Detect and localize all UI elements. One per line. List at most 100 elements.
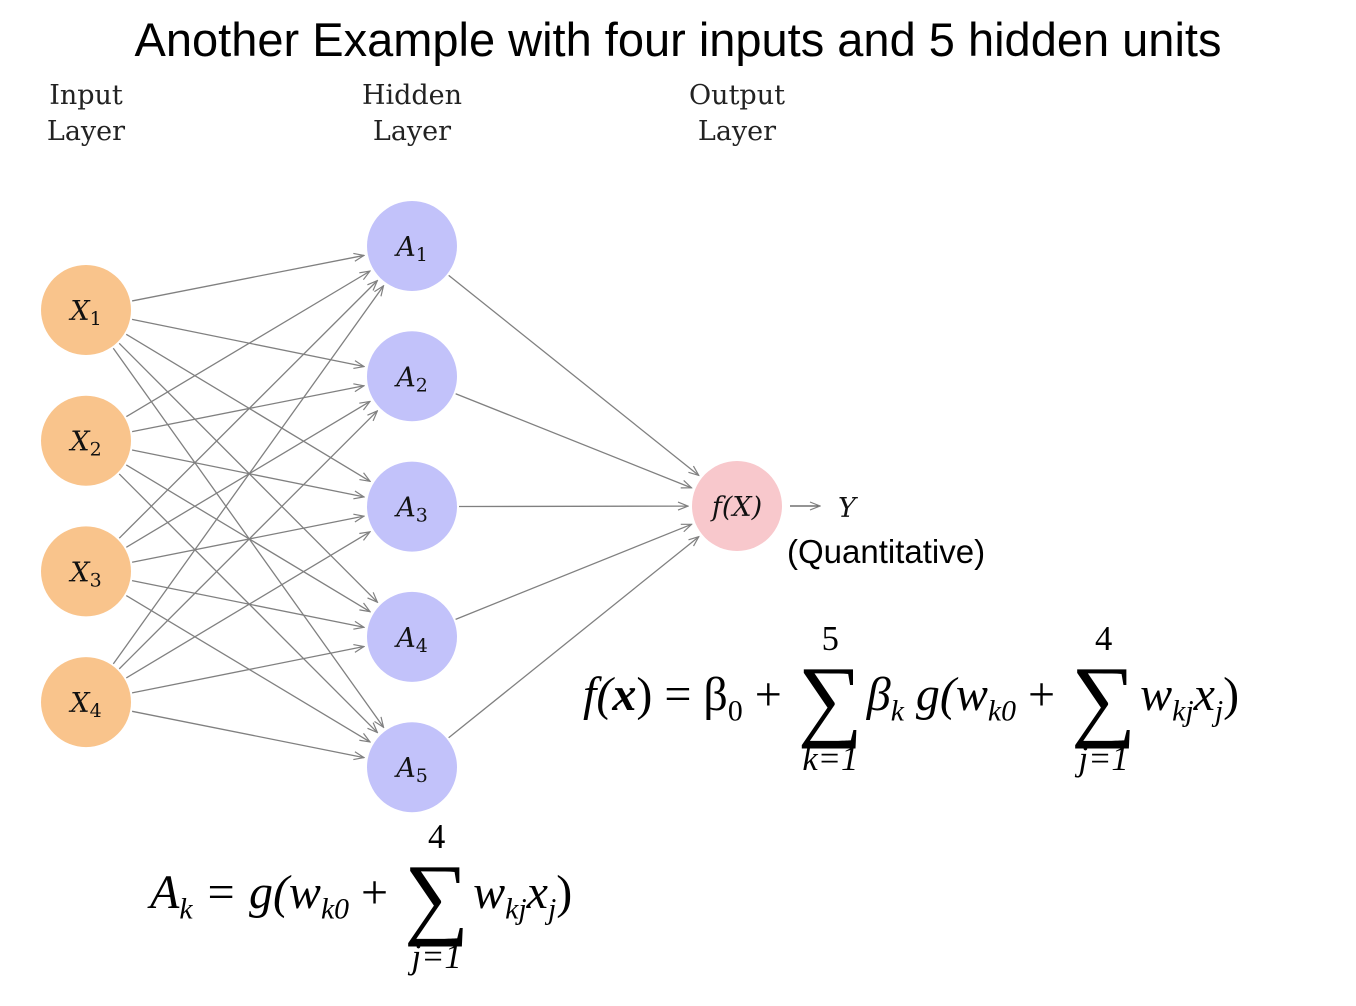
edge-x3-a3 bbox=[131, 516, 364, 563]
eq-w-sub: k0 bbox=[320, 892, 350, 926]
output-layer-label-line2: Layer bbox=[697, 116, 777, 147]
edge-x3-a4 bbox=[131, 580, 364, 628]
output-target-y: Y bbox=[838, 493, 858, 524]
output-layer-label-line1: Output bbox=[689, 80, 785, 111]
input-layer-label-line1: Input bbox=[49, 80, 123, 111]
slide-title: Another Example with four inputs and 5 h… bbox=[134, 13, 1222, 66]
edge-x1-a2 bbox=[131, 318, 364, 366]
sum-upper: 5 bbox=[821, 620, 839, 658]
output-node-circle bbox=[692, 461, 782, 551]
hidden-layer-label: Hidden Layer bbox=[352, 78, 472, 150]
input-node-x3-circle bbox=[41, 526, 131, 617]
edge-x4-a3 bbox=[125, 532, 370, 679]
input-node-x1: X1 bbox=[41, 265, 131, 355]
hidden-node-a3-label: A3 bbox=[393, 493, 428, 527]
edges bbox=[112, 255, 820, 757]
eq-plus: + bbox=[742, 668, 794, 722]
sigma-icon: ∑ bbox=[404, 846, 470, 948]
input-node-x4-circle bbox=[41, 657, 131, 748]
eq-wkj-sub: kj bbox=[1172, 694, 1194, 728]
eq-wkj-sub: kj bbox=[505, 892, 527, 926]
edge-x2-a2 bbox=[131, 386, 364, 433]
hidden-node-a4: A4 bbox=[367, 591, 457, 682]
input-layer-label-line2: Layer bbox=[46, 116, 126, 147]
hidden-node-a5: A5 bbox=[367, 722, 457, 813]
hidden-layer-label-line1: Hidden bbox=[361, 80, 463, 111]
sum-lower: j=1 bbox=[411, 938, 462, 977]
eq-plus: + bbox=[1016, 668, 1068, 722]
hidden-node-a1-circle bbox=[367, 201, 457, 291]
summation-k: 5∑k=1 bbox=[798, 620, 863, 778]
hidden-node-a1-label: A1 bbox=[393, 232, 428, 266]
eq-bold-x: x bbox=[612, 668, 637, 722]
input-node-x4: X4 bbox=[41, 657, 131, 748]
eq-beta0-sub: 0 bbox=[727, 694, 743, 728]
sum-upper: 4 bbox=[1094, 620, 1113, 658]
sigma-icon: ∑ bbox=[797, 648, 863, 750]
eq-x-sub: j bbox=[547, 892, 557, 926]
eq-w: w bbox=[473, 866, 506, 920]
hidden-node-a3: A3 bbox=[367, 461, 457, 552]
eq-x-sub: j bbox=[1214, 694, 1224, 728]
edge-x2-a5 bbox=[118, 473, 377, 733]
edge-x4-a5 bbox=[131, 710, 364, 757]
edge-x2-a1 bbox=[126, 271, 370, 418]
hidden-node-a2-circle bbox=[367, 331, 457, 422]
edge-x4-a1 bbox=[112, 286, 383, 665]
eq-g-w: g(w bbox=[903, 668, 988, 722]
eq-close: ) bbox=[1223, 668, 1240, 722]
edge-a2-output bbox=[455, 393, 692, 488]
eq-close: ) bbox=[556, 866, 573, 920]
edge-x3-a1 bbox=[118, 281, 377, 539]
output-node: f(X) bbox=[692, 461, 782, 551]
edge-x1-a3 bbox=[125, 333, 370, 481]
edge-x4-a2 bbox=[118, 411, 377, 670]
eq-f: f( bbox=[583, 668, 613, 722]
hidden-node-a5-circle bbox=[367, 722, 457, 813]
hidden-node-a5-label: A5 bbox=[393, 753, 428, 787]
hidden-layer-label-line2: Layer bbox=[372, 116, 452, 147]
hidden-node-a2: A2 bbox=[367, 331, 457, 422]
hidden-node-a4-circle bbox=[367, 591, 457, 682]
eq-beta: β bbox=[866, 668, 891, 722]
sigma-icon: ∑ bbox=[1071, 648, 1137, 750]
sum-upper: 4 bbox=[427, 818, 446, 856]
eq-equals-g-w: = g(w bbox=[192, 866, 321, 920]
summation-j: 4∑j=1 bbox=[1071, 620, 1136, 778]
hidden-node-a4-label: A4 bbox=[393, 623, 428, 657]
input-node-x4-label: X4 bbox=[68, 688, 101, 722]
sum-lower: j=1 bbox=[1078, 740, 1129, 779]
eq-beta-sub: k bbox=[890, 694, 904, 728]
edge-x1-a4 bbox=[118, 342, 377, 602]
edge-x2-a3 bbox=[131, 449, 364, 497]
edge-x3-a5 bbox=[125, 595, 370, 742]
output-node-label: f(X) bbox=[710, 492, 762, 523]
hidden-node-a2-label: A2 bbox=[393, 362, 428, 396]
eq-A: A bbox=[150, 866, 180, 920]
edge-x2-a4 bbox=[125, 464, 370, 612]
eq-w: w bbox=[1140, 668, 1173, 722]
input-layer-label: Input Layer bbox=[40, 78, 132, 150]
sum-lower: k=1 bbox=[802, 740, 859, 779]
output-layer-label: Output Layer bbox=[676, 78, 798, 150]
eq-equals-beta: ) = β bbox=[636, 668, 728, 722]
edge-a1-output bbox=[448, 274, 699, 475]
summation-j: 4∑j=1 bbox=[404, 818, 469, 976]
eq-w-sub: k0 bbox=[987, 694, 1016, 728]
input-node-x1-label: X1 bbox=[68, 296, 101, 330]
edge-x4-a4 bbox=[131, 647, 364, 694]
eq-A-sub: k bbox=[179, 892, 193, 926]
eq-x: x bbox=[1193, 668, 1215, 722]
eq-x: x bbox=[526, 866, 548, 920]
input-node-x2-circle bbox=[41, 395, 131, 486]
eq-plus: + bbox=[349, 866, 401, 920]
input-node-x2-label: X2 bbox=[68, 427, 101, 461]
edge-x1-a1 bbox=[131, 255, 364, 302]
input-node-x1-circle bbox=[41, 265, 131, 355]
input-node-x2: X2 bbox=[41, 395, 131, 486]
edge-a5-output bbox=[448, 537, 699, 739]
